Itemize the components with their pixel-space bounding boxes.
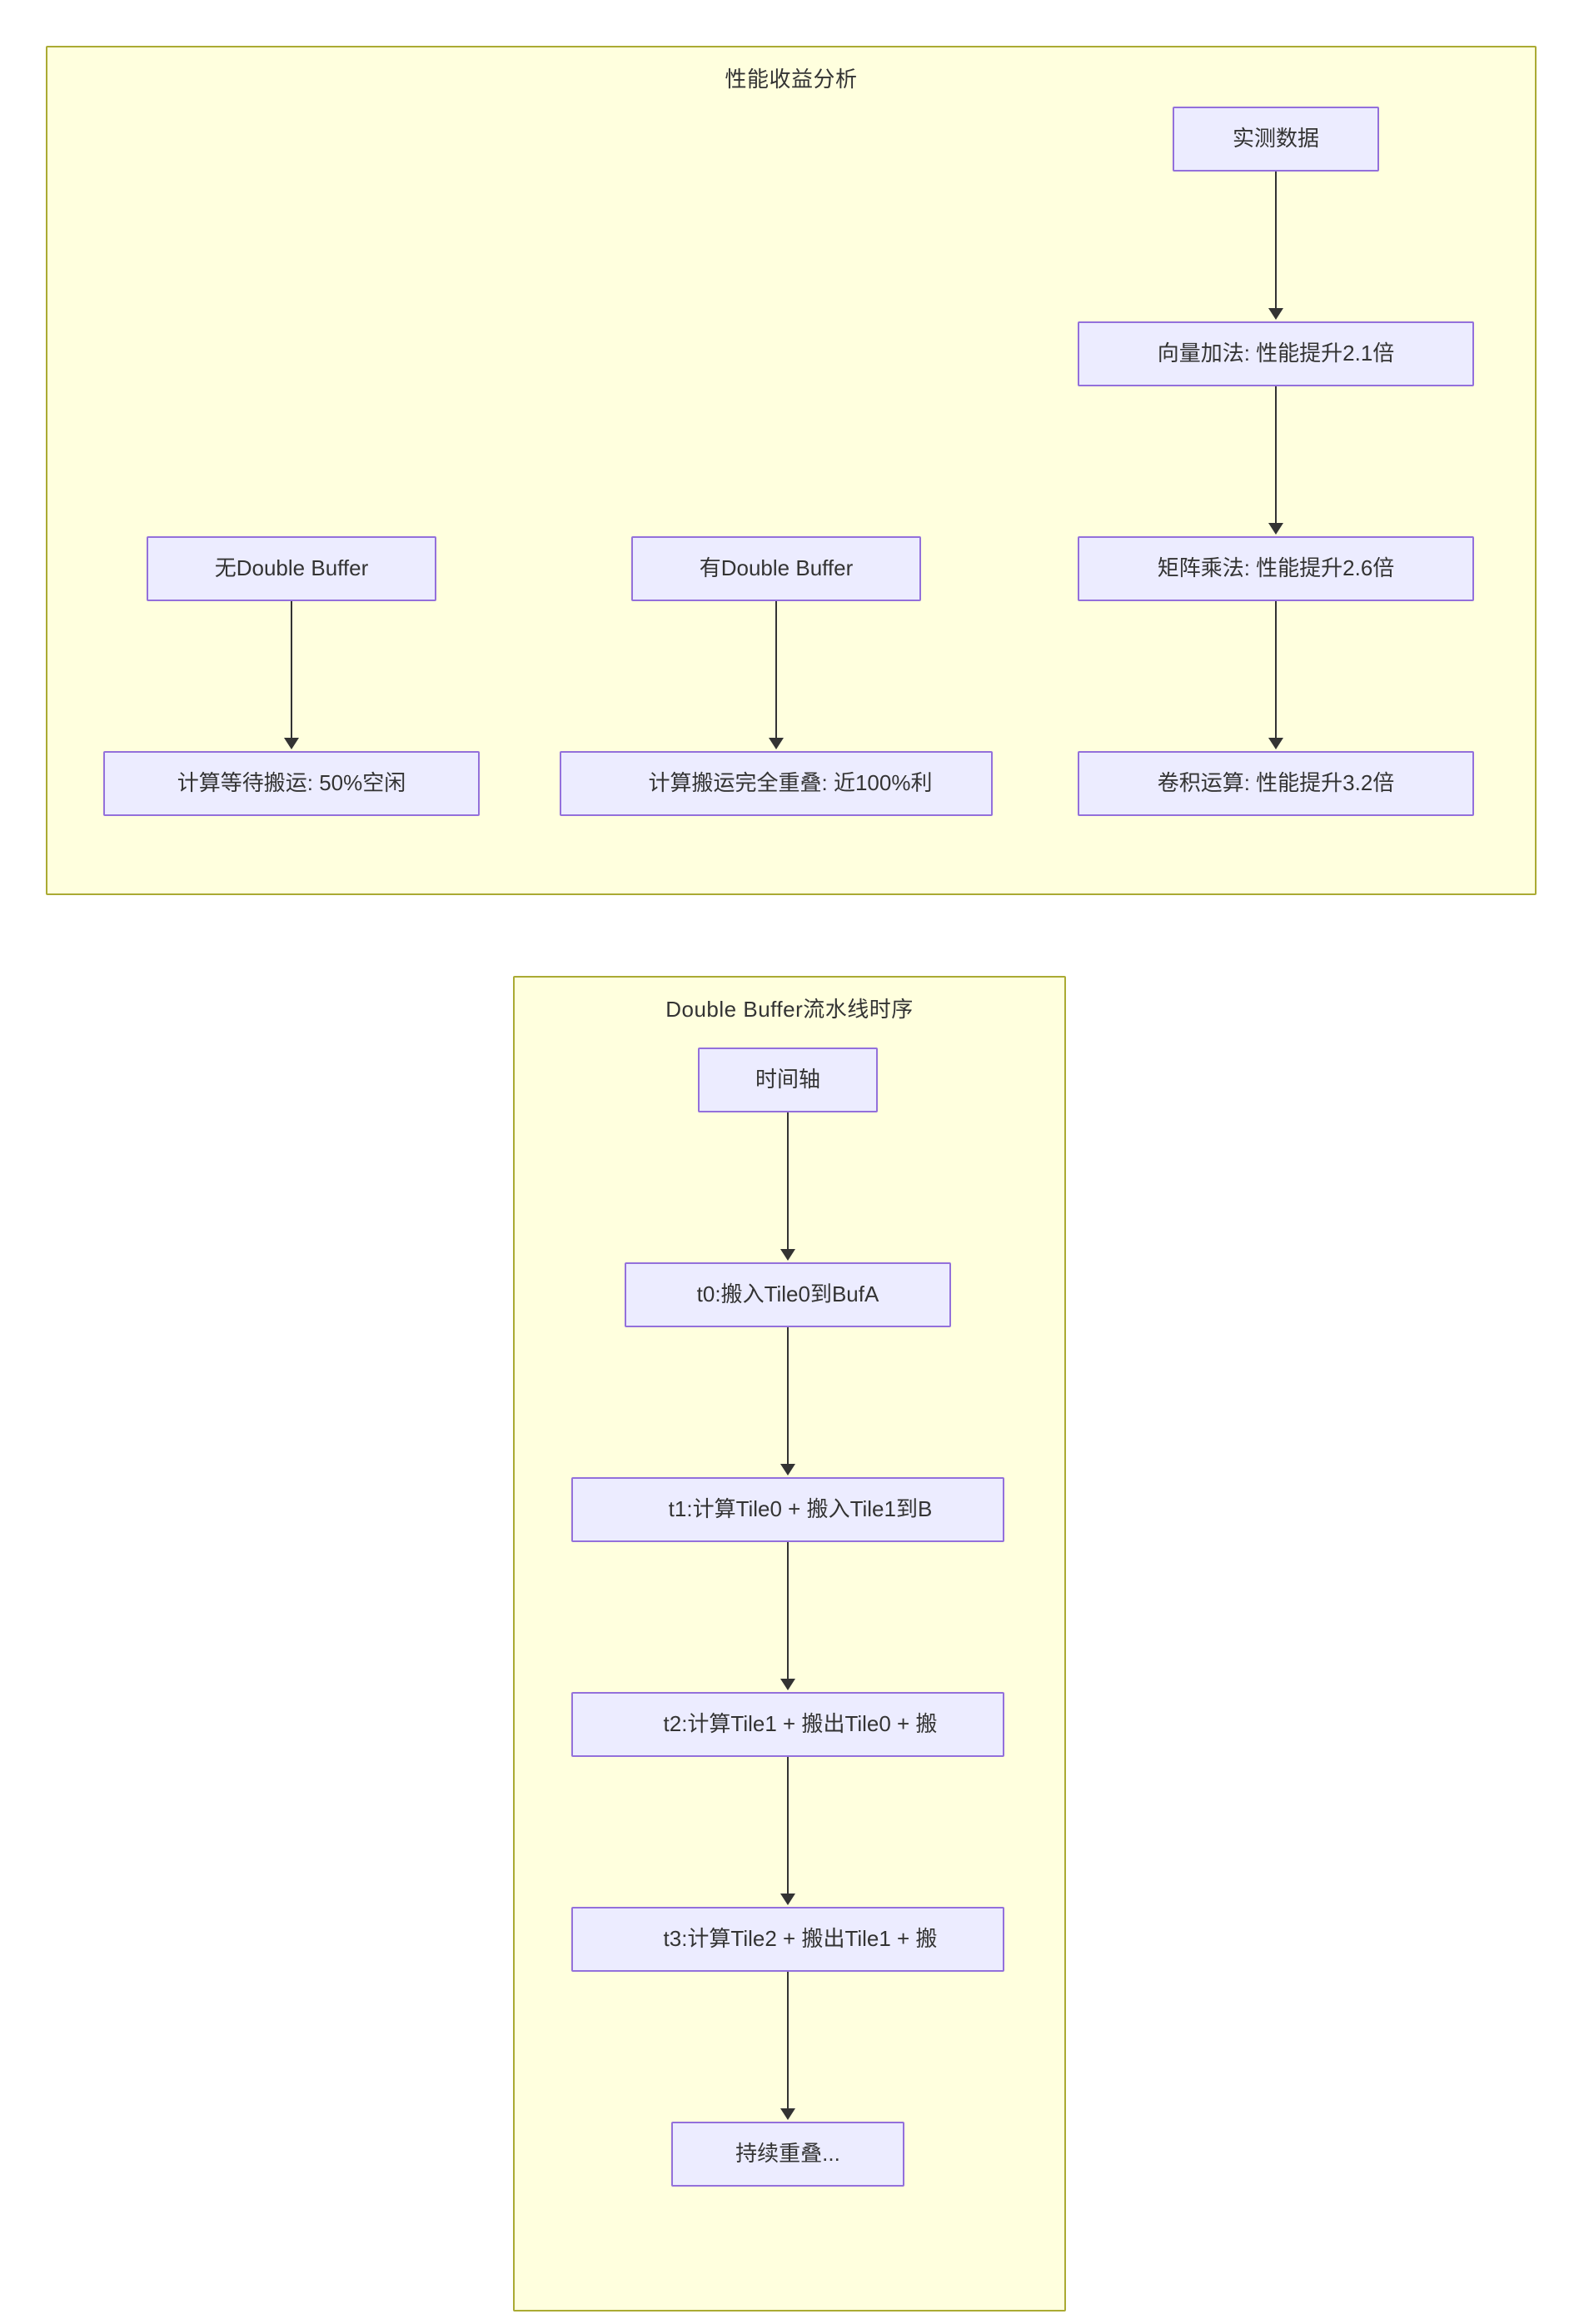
node-label-matrix-multiply: 矩阵乘法: 性能提升2.6倍 [1157,555,1395,581]
node-no-double-buffer[interactable]: 无Double Buffer [147,536,436,601]
subgraph-title-perf-benefit-analysis: 性能收益分析 [725,67,858,92]
node-measured-data[interactable]: 实测数据 [1173,107,1379,172]
node-label-no-double-buffer: 无Double Buffer [214,555,369,581]
node-label-t1: t1:计算Tile0 + 搬入Tile1到B [668,1496,933,1522]
node-t3[interactable]: t3:计算Tile2 + 搬出Tile1 + 搬 [571,1907,1004,1972]
node-label-compute-wait-dma: 计算等待搬运: 50%空闲 [177,770,406,796]
node-compute-wait-dma[interactable]: 计算等待搬运: 50%空闲 [103,751,480,816]
node-label-t2: t2:计算Tile1 + 搬出Tile0 + 搬 [663,1711,938,1737]
node-matrix-multiply[interactable]: 矩阵乘法: 性能提升2.6倍 [1078,536,1474,601]
node-vector-add[interactable]: 向量加法: 性能提升2.1倍 [1078,321,1474,386]
node-continue[interactable]: 持续重叠... [671,2122,904,2187]
node-t2[interactable]: t2:计算Tile1 + 搬出Tile0 + 搬 [571,1692,1004,1757]
node-compute-dma-overlap[interactable]: 计算搬运完全重叠: 近100%利 [560,751,993,816]
subgraph-title-double-buffer-pipeline-timing: Double Buffer流水线时序 [665,997,914,1022]
node-timeline[interactable]: 时间轴 [698,1048,878,1112]
node-label-has-double-buffer: 有Double Buffer [699,555,854,581]
node-t0[interactable]: t0:搬入Tile0到BufA [625,1262,951,1327]
node-has-double-buffer[interactable]: 有Double Buffer [631,536,921,601]
node-label-t3: t3:计算Tile2 + 搬出Tile1 + 搬 [663,1926,938,1952]
node-label-t0: t0:搬入Tile0到BufA [696,1281,879,1307]
node-label-vector-add: 向量加法: 性能提升2.1倍 [1157,341,1395,366]
node-label-timeline: 时间轴 [755,1067,820,1092]
node-label-continue: 持续重叠... [735,2141,840,2167]
node-label-convolution: 卷积运算: 性能提升3.2倍 [1157,770,1395,796]
node-t1[interactable]: t1:计算Tile0 + 搬入Tile1到B [571,1477,1004,1542]
subgraph-double-buffer-pipeline-timing: Double Buffer流水线时序 [513,976,1066,2312]
node-convolution[interactable]: 卷积运算: 性能提升3.2倍 [1078,751,1474,816]
node-label-measured-data: 实测数据 [1232,126,1319,152]
node-label-compute-dma-overlap: 计算搬运完全重叠: 近100%利 [648,770,933,796]
